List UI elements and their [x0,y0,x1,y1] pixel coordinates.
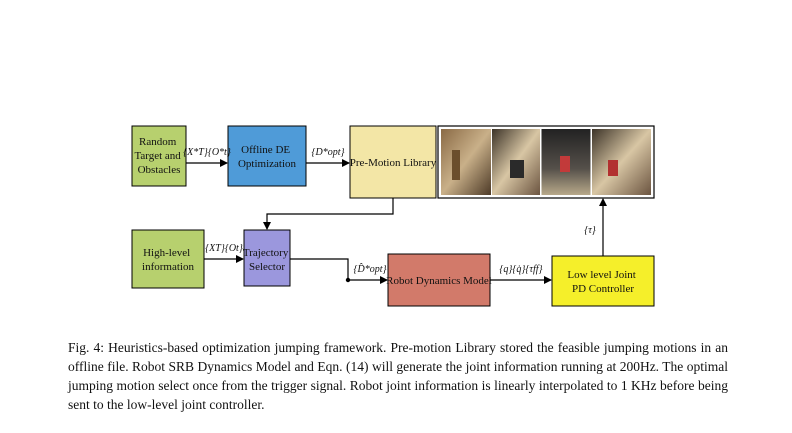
edge-label-targets-obstacles: {X*T}{O*t} [183,147,231,158]
edge-label-d-opt-hat: {D̂*opt} [354,262,387,275]
junction-dot [345,277,351,283]
node-offline-de: Offline DE Optimization [227,125,307,187]
node-random-target: Random Target and Obstacles [131,125,187,187]
node-random-target-label: Random Target and Obstacles [134,136,183,176]
edge-label-xt-ot: {XT}{Ot} [205,243,243,254]
edge-premotion-to-selector [263,198,394,230]
node-high-level: High-level information [131,229,205,289]
node-pd-controller: Low level Joint PD Controller [551,255,655,307]
robot-jump-frame-4-detail [608,160,618,176]
node-premotion-library-label: Pre-Motion Library [350,157,437,169]
node-high-level-label: High-level information [142,247,194,273]
robot-jump-frame-2-detail [510,160,524,178]
edge-selector-to-robot [290,258,388,284]
node-high-level-box [131,229,205,289]
robot-jump-frame-1 [441,129,491,195]
node-robot-dynamics-box [387,253,491,307]
edges [186,159,607,284]
node-trajectory-selector-label: Trajectory Selector [243,247,291,273]
node-trajectory-selector-box [243,229,291,287]
photo-strip [437,125,655,199]
figure-caption: Fig. 4: Heuristics-based optimization ju… [68,340,728,412]
node-pd-controller-label: Low level Joint PD Controller [567,269,638,295]
node-trajectory-selector: Trajectory Selector [243,229,291,287]
node-offline-de-box [227,125,307,187]
node-pd-controller-box [551,255,655,307]
node-robot-dynamics: Robot Dynamics Model [386,253,492,307]
edge-label-q-qdot-tau: {q}{q̇}{τff} [499,264,542,275]
robot-jump-frame-3-detail [560,156,570,172]
framework-diagram: Random Target and Obstacles Offline DE O… [131,125,655,307]
node-offline-de-label: Offline DE Optimization [238,144,297,170]
robot-jump-frame-1-detail [452,150,460,180]
node-robot-dynamics-label: Robot Dynamics Model [386,275,492,287]
edge-label-tau: {τ} [584,225,596,236]
node-premotion-library-box [349,125,437,199]
edge-label-d-opt: {D*opt} [312,147,345,158]
robot-jump-frame-4 [592,129,651,195]
node-random-target-box [131,125,187,187]
node-premotion-library: Pre-Motion Library [349,125,437,199]
